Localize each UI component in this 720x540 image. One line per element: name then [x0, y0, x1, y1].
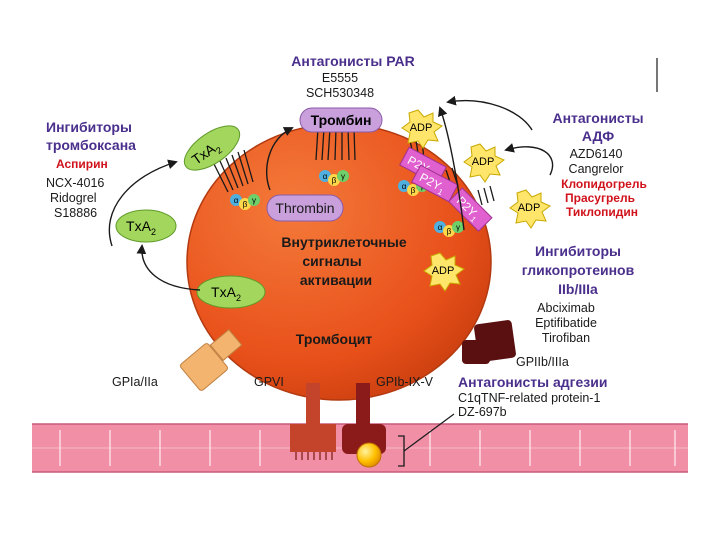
- gprotein-cluster-txa: α β γ: [230, 194, 260, 210]
- gp-inhibitors-title-1: Ингибиторы: [535, 243, 621, 259]
- gp1b-label: GPIb-IX-V: [376, 375, 434, 389]
- gp-drug-1: Abciximab: [537, 301, 595, 315]
- adp-drug-prasugrel: Прасугрель: [565, 191, 635, 205]
- txa-drug-3: S18886: [54, 206, 97, 220]
- adp-star-1: ADP: [401, 109, 443, 149]
- svg-text:Thrombin: Thrombin: [275, 200, 334, 216]
- adhesion-pointer: [403, 413, 455, 452]
- svg-text:Тромбин: Тромбин: [311, 112, 372, 128]
- signals-label-1: Внутриклеточные: [281, 234, 406, 250]
- gp2b-label: GPIIb/IIIa: [516, 355, 569, 369]
- par-drug-2: SCH530348: [306, 86, 374, 100]
- txa-inhibitors-title-2: тромбоксана: [46, 137, 136, 153]
- txa2-pill-top: TxA2: [183, 125, 241, 171]
- arrow-adp-top: [446, 95, 533, 131]
- tp-receptor-lines: [213, 149, 254, 193]
- svg-text:ADP: ADP: [432, 265, 455, 277]
- thrombin-pill-inner: Thrombin: [266, 194, 344, 222]
- svg-text:α: α: [402, 182, 407, 191]
- adp-drug-1: AZD6140: [570, 147, 623, 161]
- gp1a-label: GPIa/IIa: [112, 375, 158, 389]
- gp1b-receptor: [342, 383, 386, 468]
- adp-drug-2: Cangrelor: [569, 162, 624, 176]
- svg-text:β: β: [411, 186, 416, 195]
- txa-drug-1: NCX-4016: [46, 176, 104, 190]
- arrow-adp-mid: [504, 143, 554, 176]
- vwf-ligand-ball: [356, 442, 382, 468]
- adhesion-drug-2: DZ-697b: [458, 405, 507, 419]
- adp-drug-ticlopidine: Тиклопидин: [566, 205, 638, 219]
- gp-inhibitors-title-3: IIb/IIIa: [558, 281, 598, 297]
- adp-star-2: ADP: [463, 143, 505, 183]
- gprotein-cluster-par: α β γ: [319, 170, 349, 186]
- txa-drug-aspirin: Аспирин: [56, 157, 108, 171]
- gp1a-receptor: [180, 328, 243, 391]
- gp-drug-2: Eptifibatide: [535, 316, 597, 330]
- txa2-pill-left: TxA2: [115, 209, 177, 243]
- adhesion-drug-1: C1qTNF-related protein-1: [458, 391, 600, 405]
- adp-drug-clopidogrel: Клопидогрель: [561, 177, 647, 191]
- adhesion-antagonists-title: Антагонисты адгезии: [458, 374, 607, 390]
- signals-label-2: сигналы: [302, 253, 361, 269]
- txa-drug-2: Ridogrel: [50, 191, 97, 205]
- svg-text:α: α: [323, 172, 328, 181]
- svg-text:ADP: ADP: [410, 122, 433, 134]
- arrow-txa-to-top: [108, 159, 178, 247]
- gp2b-receptor: [462, 320, 516, 364]
- svg-text:β: β: [243, 200, 248, 209]
- par-drug-1: E5555: [322, 71, 358, 85]
- par-receptor-lines: [315, 127, 356, 161]
- svg-text:TxA2: TxA2: [211, 284, 241, 303]
- svg-text:γ: γ: [252, 196, 256, 205]
- adp-antagonists-title-1: Антагонисты: [552, 110, 643, 126]
- gpvi-receptor: [290, 383, 336, 460]
- signals-label-3: активации: [300, 272, 372, 288]
- txa2-pill-inner: TxA2: [196, 275, 266, 309]
- gprotein-cluster-p2y-b: α β γ: [434, 221, 464, 237]
- adp-star-inner: ADP: [423, 252, 465, 292]
- txa-inhibitors-title-1: Ингибиторы: [46, 119, 132, 135]
- adp-star-3: ADP: [509, 189, 551, 229]
- adp-antagonists-title-2: АДФ: [582, 128, 614, 144]
- thrombin-pill-top: Тромбин: [299, 107, 383, 133]
- svg-text:γ: γ: [456, 223, 460, 232]
- svg-text:TxA2: TxA2: [126, 218, 156, 237]
- svg-text:α: α: [234, 196, 239, 205]
- svg-text:β: β: [447, 227, 452, 236]
- svg-text:ADP: ADP: [518, 202, 541, 214]
- svg-text:α: α: [438, 223, 443, 232]
- gp-inhibitors-title-2: гликопротеинов: [522, 262, 635, 278]
- svg-text:ADP: ADP: [472, 156, 495, 168]
- arrow-adp-up: [438, 106, 465, 231]
- p2y1-receptor: P2Y1: [411, 164, 459, 203]
- svg-text:γ: γ: [341, 172, 345, 181]
- platelet-label: Тромбоцит: [296, 331, 373, 347]
- arrow-cell-to-thrombin: [266, 127, 294, 191]
- par-antagonists-title: Антагонисты PAR: [291, 53, 414, 69]
- gpvi-label: GPVI: [254, 375, 284, 389]
- svg-text:β: β: [332, 176, 337, 185]
- gp-drug-3: Tirofiban: [542, 331, 590, 345]
- arrow-inner-to-left-txa: [136, 244, 201, 291]
